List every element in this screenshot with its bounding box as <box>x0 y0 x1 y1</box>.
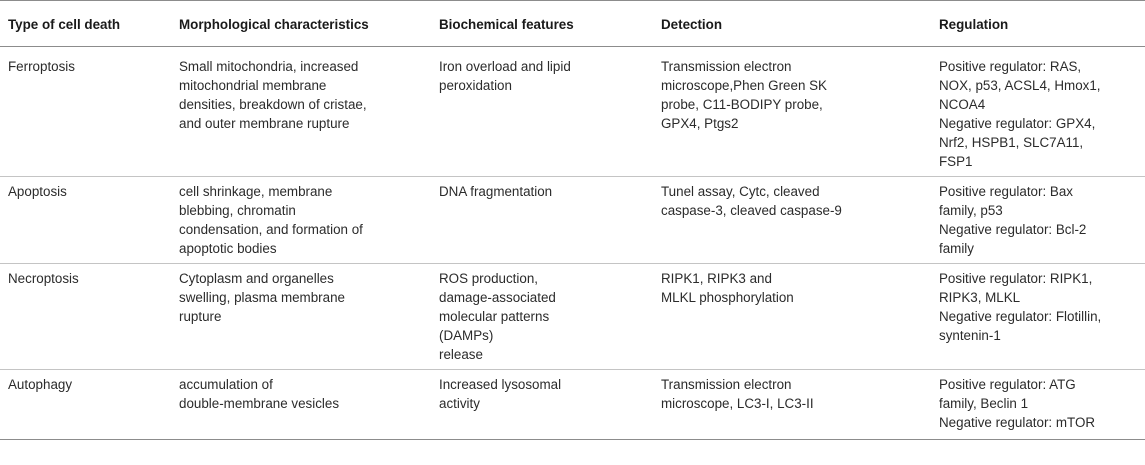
cell-regulation: Positive regulator: RAS, NOX, p53, ACSL4,… <box>931 46 1145 177</box>
cell-line: family, p53 <box>939 203 1003 218</box>
cell-line: Small mitochondria, increased <box>179 59 359 74</box>
header-morphology: Morphological characteristics <box>171 0 431 47</box>
cell-morphology: Cytoplasm and organelles swelling, plasma… <box>171 263 431 370</box>
cell-line: Negative regulator: GPX4, <box>939 116 1096 131</box>
cell-regulation: Positive regulator: ATG family, Beclin 1 N… <box>931 369 1145 440</box>
header-regulation: Regulation <box>931 0 1145 47</box>
cell-line: molecular patterns <box>439 309 550 324</box>
cell-line: Transmission electron <box>661 377 792 392</box>
table-row: Autophagy accumulation of double-membrane … <box>0 369 1145 440</box>
cell-line: NOX, p53, ACSL4, Hmox1, <box>939 78 1101 93</box>
cell-type: Necroptosis <box>0 263 171 370</box>
cell-detection: Transmission electron microscope,Phen Gre… <box>653 46 931 177</box>
cell-line: GPX4, Ptgs2 <box>661 116 739 131</box>
cell-line: FSP1 <box>939 154 973 169</box>
cell-biochemical: ROS production, damage-associated molecula… <box>431 263 653 370</box>
cell-line: family <box>939 241 974 256</box>
cell-line: family, Beclin 1 <box>939 396 1029 411</box>
cell-line: Transmission electron <box>661 59 792 74</box>
cell-death-table: Type of cell death Morphological charact… <box>0 0 1145 440</box>
cell-line: ROS production, <box>439 271 538 286</box>
cell-biochemical: Iron overload and lipid peroxidation <box>431 46 653 177</box>
cell-line: microscope,Phen Green SK <box>661 78 827 93</box>
cell-line: damage-associated <box>439 290 556 305</box>
header-detection: Detection <box>653 0 931 47</box>
cell-line: RIPK3, MLKL <box>939 290 1021 305</box>
cell-line: caspase-3, cleaved caspase-9 <box>661 203 842 218</box>
cell-regulation: Positive regulator: RIPK1, RIPK3, MLKL Neg… <box>931 263 1145 370</box>
cell-line: Nrf2, HSPB1, SLC7A11, <box>939 135 1084 150</box>
cell-line: DNA fragmentation <box>439 184 553 199</box>
cell-line: swelling, plasma membrane <box>179 290 345 305</box>
cell-detection: Transmission electron microscope, LC3-I, … <box>653 369 931 440</box>
cell-line: Increased lysosomal <box>439 377 562 392</box>
cell-line: activity <box>439 396 480 411</box>
cell-line: Positive regulator: RAS, <box>939 59 1082 74</box>
table-row: Necroptosis Cytoplasm and organelles swell… <box>0 263 1145 370</box>
cell-line: NCOA4 <box>939 97 986 112</box>
cell-morphology: cell shrinkage, membrane blebbing, chroma… <box>171 176 431 264</box>
table-row: Apoptosis cell shrinkage, membrane blebbin… <box>0 176 1145 264</box>
table-header: Type of cell death Morphological charact… <box>0 0 1145 47</box>
cell-line: cell shrinkage, membrane <box>179 184 333 199</box>
cell-line: double-membrane vesicles <box>179 396 340 411</box>
cell-type: Autophagy <box>0 369 171 440</box>
cell-line: probe, C11-BODIPY probe, <box>661 97 823 112</box>
cell-type: Ferroptosis <box>0 46 171 177</box>
cell-line: condensation, and formation of <box>179 222 363 237</box>
cell-line: Cytoplasm and organelles <box>179 271 334 286</box>
cell-line: Positive regulator: Bax <box>939 184 1073 199</box>
cell-line: Positive regulator: RIPK1, <box>939 271 1093 286</box>
cell-line: apoptotic bodies <box>179 241 277 256</box>
cell-line: syntenin-1 <box>939 328 1001 343</box>
cell-line: release <box>439 347 483 362</box>
header-biochemical: Biochemical features <box>431 0 653 47</box>
cell-line: peroxidation <box>439 78 512 93</box>
cell-line: microscope, LC3-I, LC3-II <box>661 396 814 411</box>
header-row: Type of cell death Morphological charact… <box>0 0 1145 47</box>
cell-detection: Tunel assay, Cytc, cleaved caspase-3, cle… <box>653 176 931 264</box>
cell-line: (DAMPs) <box>439 328 494 343</box>
cell-line: rupture <box>179 309 222 324</box>
cell-line: MLKL phosphorylation <box>661 290 794 305</box>
cell-line: Negative regulator: mTOR <box>939 415 1096 430</box>
cell-line: Iron overload and lipid <box>439 59 571 74</box>
cell-morphology: Small mitochondria, increased mitochondri… <box>171 46 431 177</box>
cell-biochemical: DNA fragmentation <box>431 176 653 264</box>
cell-line: densities, breakdown of cristae, <box>179 97 367 112</box>
cell-line: blebbing, chromatin <box>179 203 296 218</box>
cell-line: RIPK1, RIPK3 and <box>661 271 772 286</box>
cell-morphology: accumulation of double-membrane vesicles <box>171 369 431 440</box>
cell-line: Negative regulator: Flotillin, <box>939 309 1102 324</box>
cell-line: Tunel assay, Cytc, cleaved <box>661 184 820 199</box>
cell-line: and outer membrane rupture <box>179 116 350 131</box>
header-type: Type of cell death <box>0 0 171 47</box>
cell-line: Positive regulator: ATG <box>939 377 1076 392</box>
cell-biochemical: Increased lysosomal activity <box>431 369 653 440</box>
cell-line: accumulation of <box>179 377 273 392</box>
cell-type: Apoptosis <box>0 176 171 264</box>
cell-line: mitochondrial membrane <box>179 78 327 93</box>
cell-line: Negative regulator: Bcl-2 <box>939 222 1087 237</box>
